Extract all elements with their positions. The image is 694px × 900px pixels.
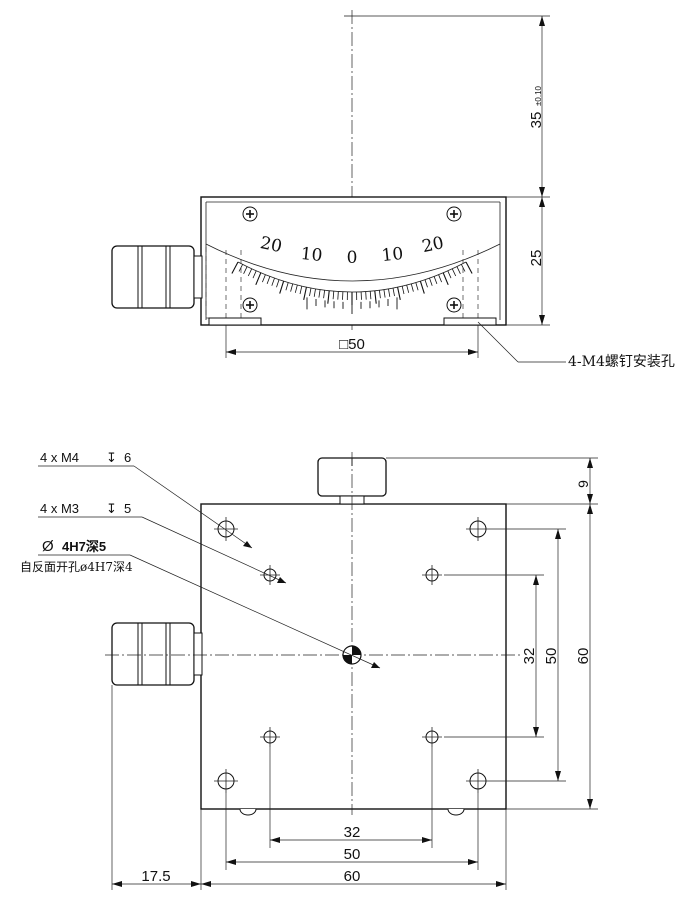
m3-hole-icon	[422, 727, 442, 747]
dial-tick	[456, 266, 461, 274]
dial-tick	[424, 279, 428, 288]
side-micrometer-knob	[111, 622, 203, 686]
dial-tick	[337, 291, 339, 300]
dial-tick	[285, 282, 289, 291]
dim-35-tolerance: ±0.10	[534, 85, 543, 106]
scale-label-right-20: 20	[420, 233, 445, 257]
dim-square-50: □50	[339, 336, 365, 353]
dial-tick	[442, 272, 449, 286]
dial-tick	[294, 284, 298, 293]
scale-label-zero: 0	[347, 248, 358, 268]
dial-tick	[271, 277, 275, 286]
dial-tick	[392, 288, 395, 297]
micrometer-knob	[111, 245, 203, 309]
dial-arc	[205, 243, 501, 282]
dim-25: 25	[528, 250, 545, 267]
dim-knob-9: 9	[575, 480, 591, 488]
note-m3-depth: 5	[124, 501, 131, 516]
screw-icon	[446, 297, 462, 313]
dial-tick	[327, 290, 330, 304]
screw-icon	[446, 206, 462, 222]
dial-tick	[266, 276, 271, 285]
depth-icon: ↧	[106, 501, 117, 516]
plan-view: 4 x M4 ↧ 6 4 x M3 ↧ 5 Ø 4H7深5 自反面开孔ø4H7深…	[20, 450, 598, 890]
dial-tick	[247, 268, 253, 277]
m3-hole-icon	[260, 565, 280, 585]
dim-v-32: 32	[521, 648, 538, 665]
dial-tick	[465, 261, 473, 274]
dial-tick	[318, 289, 321, 298]
dial-tick	[401, 286, 405, 295]
scale-label-left-10: 10	[300, 244, 324, 266]
note-center-hole: 4H7深5	[62, 539, 106, 554]
note-back-hole: 自反面开孔ø4H7深4	[20, 560, 133, 574]
dial-tick	[410, 283, 414, 292]
dial-tick	[299, 286, 303, 295]
dial-tick	[374, 290, 377, 304]
dim-offset-17-5: 17.5	[141, 868, 170, 885]
dial-tick	[397, 287, 401, 301]
m4-hole-icon	[214, 769, 238, 793]
diameter-icon: Ø	[42, 538, 54, 555]
dial-tick	[438, 274, 442, 283]
dial-tick	[447, 270, 452, 279]
dial-tick	[369, 291, 372, 300]
dial-tick	[231, 261, 239, 274]
note-m4-depth: 6	[124, 450, 131, 465]
dial-tick	[365, 291, 367, 300]
dial-tick	[461, 264, 466, 272]
m4-hole-icon	[466, 769, 490, 793]
dim-35: 35	[528, 112, 545, 129]
dim-v-60: 60	[575, 648, 592, 665]
depth-icon: ↧	[106, 450, 117, 465]
dial-tick	[276, 279, 280, 288]
dial-tick	[383, 289, 386, 298]
dial-tick	[451, 268, 457, 277]
dial-tick	[379, 290, 381, 299]
dim-v-50: 50	[543, 648, 560, 665]
dim-h-50: 50	[344, 846, 361, 863]
dial-tick	[433, 276, 438, 285]
dial-tick	[419, 281, 425, 294]
dial-tick	[415, 282, 419, 291]
dial-ticks	[231, 261, 473, 314]
front-view: 20 10 0 10 20	[111, 10, 675, 370]
dial-tick	[332, 291, 335, 300]
scale-label-left-20: 20	[258, 233, 283, 257]
screw-icon	[242, 206, 258, 222]
dial-tick	[406, 284, 410, 293]
scale-label-right-10: 10	[381, 244, 405, 266]
dial-tick	[243, 266, 248, 274]
dial-tick	[429, 277, 433, 286]
m3-hole-icon	[260, 727, 280, 747]
dial-tick	[252, 270, 257, 279]
dial-tick	[388, 288, 391, 297]
dial-tick	[303, 287, 307, 301]
dial-tick	[238, 264, 243, 272]
dial-tick	[323, 290, 325, 299]
dial-tick	[290, 283, 294, 292]
dial-tick	[313, 288, 316, 297]
dial-tick	[255, 272, 262, 286]
dim-h-60: 60	[344, 868, 361, 885]
m3-hole-icon	[422, 565, 442, 585]
note-m3-holes: 4 x M3	[40, 501, 79, 516]
dim-h-32: 32	[344, 824, 361, 841]
dial-tick	[309, 288, 312, 297]
m4-hole-icon	[466, 517, 490, 541]
mounting-hole-note: 4-M4螺钉安装孔	[568, 354, 675, 370]
screw-icon	[242, 297, 258, 313]
dial-tick	[262, 274, 266, 283]
dial-tick	[279, 281, 285, 294]
note-m4-holes: 4 x M4	[40, 450, 79, 465]
